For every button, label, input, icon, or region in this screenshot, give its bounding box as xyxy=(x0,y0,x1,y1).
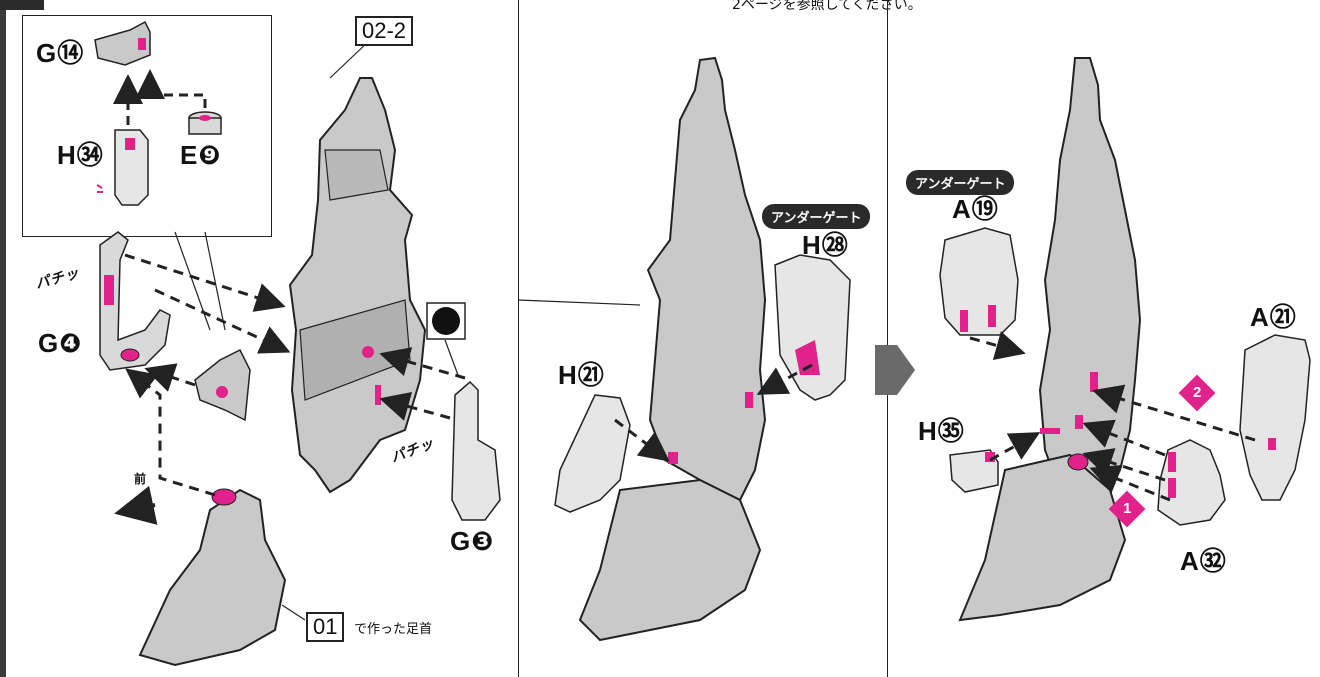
panel-divider-left xyxy=(518,0,519,677)
corner-tab xyxy=(0,0,44,10)
label-g3: G❸ xyxy=(450,526,495,556)
step-badge-01: 01 xyxy=(306,612,345,642)
panel-divider-right xyxy=(887,0,888,677)
inset-parts xyxy=(94,20,222,206)
sticker-marker-icon xyxy=(426,302,466,340)
a21-part xyxy=(1239,334,1311,501)
a19-part xyxy=(939,227,1019,336)
g4-part xyxy=(99,231,171,371)
assembly-arrows-mid xyxy=(614,363,813,462)
front-label: 前 xyxy=(134,472,147,486)
label-h35: H㉟ xyxy=(918,416,965,446)
leg-assembly-right xyxy=(958,57,1142,622)
label-g4: G❹ xyxy=(38,328,83,358)
h21-part-mid xyxy=(554,394,631,513)
assembly-arrows-right xyxy=(969,331,1256,502)
label-g14: G⑭ xyxy=(36,38,85,68)
label-h21-mid: H㉑ xyxy=(558,360,605,390)
leg-frame-part xyxy=(288,77,427,494)
hinge-part xyxy=(194,348,251,422)
label-a19: A⑲ xyxy=(952,194,999,224)
top-note: 2ページを参照してください。 xyxy=(732,0,922,13)
step-badge-02-2: 02-2 xyxy=(355,16,414,46)
ankle-note: で作った足首 xyxy=(354,622,433,637)
next-step-arrow xyxy=(875,345,915,395)
zoom-line-mid xyxy=(517,299,641,306)
zoom-line xyxy=(174,231,211,331)
h35-part xyxy=(949,449,999,493)
h28-part xyxy=(774,254,851,401)
front-arrow xyxy=(114,485,158,525)
label-h34: H㉞ xyxy=(57,140,104,170)
label-e9: E❾ xyxy=(180,140,222,170)
label-a32: A㉜ xyxy=(1180,546,1227,576)
g3-part xyxy=(451,380,501,521)
under-gate-tag-right: アンダーゲート xyxy=(906,170,1015,195)
assembly-arrows-left xyxy=(124,39,466,621)
under-gate-tag-mid: アンダーゲート xyxy=(762,204,871,229)
zoom-line xyxy=(204,231,226,331)
leg-assembly-mid xyxy=(578,56,767,642)
left-page-edge xyxy=(0,0,6,677)
label-h28: H㉘ xyxy=(802,230,849,260)
a32-part xyxy=(1157,439,1226,526)
ankle-part xyxy=(138,488,287,667)
label-a21: A㉑ xyxy=(1250,302,1297,332)
